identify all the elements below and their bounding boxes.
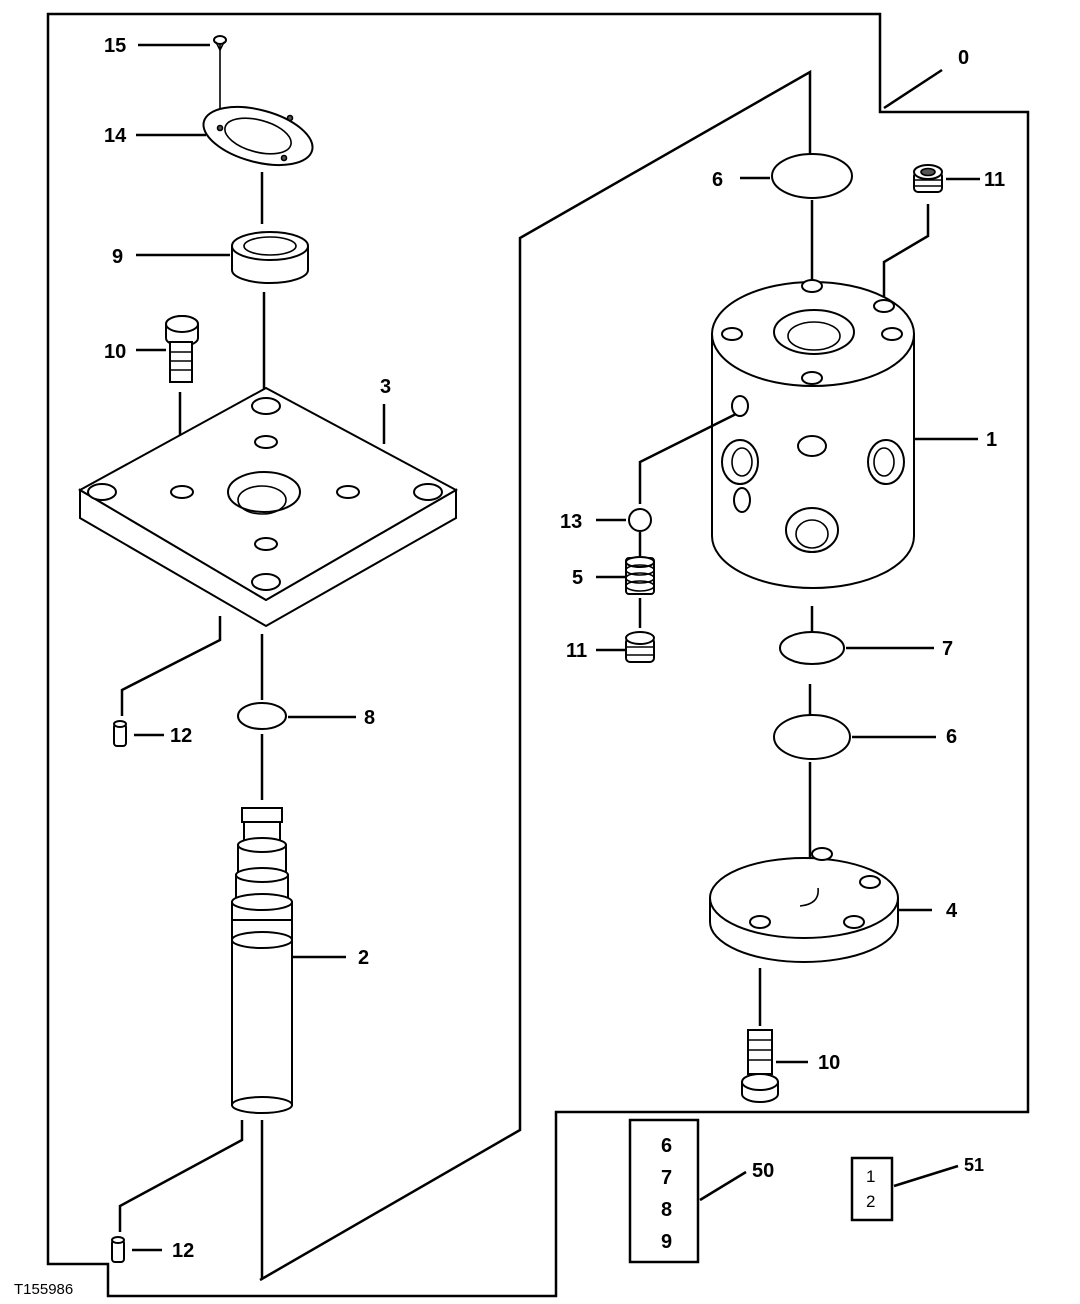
callout-10-lower: 10: [818, 1052, 840, 1074]
kit-50-item: 9: [661, 1231, 672, 1253]
part-8-o-ring: [237, 702, 287, 730]
callout-14: 14: [104, 125, 127, 147]
part-3-square-plate: [77, 386, 459, 628]
callout-3: 3: [380, 376, 391, 398]
part-9-seal: [231, 231, 309, 284]
part-4-end-cap: [709, 847, 899, 963]
part-12-pin-lower: [111, 1236, 125, 1263]
part-15-screw: [213, 35, 227, 116]
kit-51-item: 1: [866, 1167, 875, 1186]
callout-10-upper: 10: [104, 341, 126, 363]
callout-12-lower: 12: [172, 1240, 194, 1262]
part-10-bolt-lower: [741, 1029, 779, 1103]
callout-51: 51: [964, 1155, 984, 1175]
callout-7: 7: [942, 638, 953, 660]
callout-12-upper: 12: [170, 725, 192, 747]
callout-5: 5: [572, 567, 583, 589]
divider-line: [259, 69, 812, 1282]
part-13-ball: [628, 508, 652, 532]
kit-51-item: 2: [866, 1192, 875, 1211]
kit-50-item: 7: [661, 1167, 672, 1189]
callout-9: 9: [112, 246, 123, 268]
callout-2: 2: [358, 947, 369, 969]
figure-id: T155986: [14, 1281, 73, 1298]
kit-50-item: 8: [661, 1199, 672, 1221]
callout-0: 0: [958, 47, 969, 69]
part-6-o-ring-upper: [771, 153, 853, 199]
part-10-bolt-upper: [165, 315, 199, 383]
kit-51-box: [850, 1156, 894, 1222]
callout-11-lower: 11: [566, 640, 587, 662]
part-2-spool: [231, 807, 293, 1114]
part-5-spring: [625, 556, 655, 595]
part-6-o-ring-lower: [773, 714, 851, 760]
part-14-flange-plate: [202, 106, 314, 166]
callout-8: 8: [364, 707, 375, 729]
callout-4: 4: [946, 900, 958, 922]
kit-50-box: [628, 1118, 700, 1264]
kit-50-item: 6: [661, 1135, 672, 1157]
callout-13: 13: [560, 511, 582, 533]
part-7-o-ring: [779, 631, 845, 665]
assembly-boundary: [46, 12, 1030, 1298]
callout-1: 1: [986, 429, 997, 451]
callout-6-lower: 6: [946, 726, 957, 748]
callout-15: 15: [104, 35, 126, 57]
part-11-plug-upper: [913, 164, 943, 193]
callout-50: 50: [752, 1160, 774, 1182]
part-1-valve-body: [711, 279, 915, 589]
callout-11-upper: 11: [984, 169, 1005, 191]
callout-6-upper: 6: [712, 169, 723, 191]
part-12-pin-upper: [113, 720, 127, 747]
part-11-plug-lower: [625, 631, 655, 663]
